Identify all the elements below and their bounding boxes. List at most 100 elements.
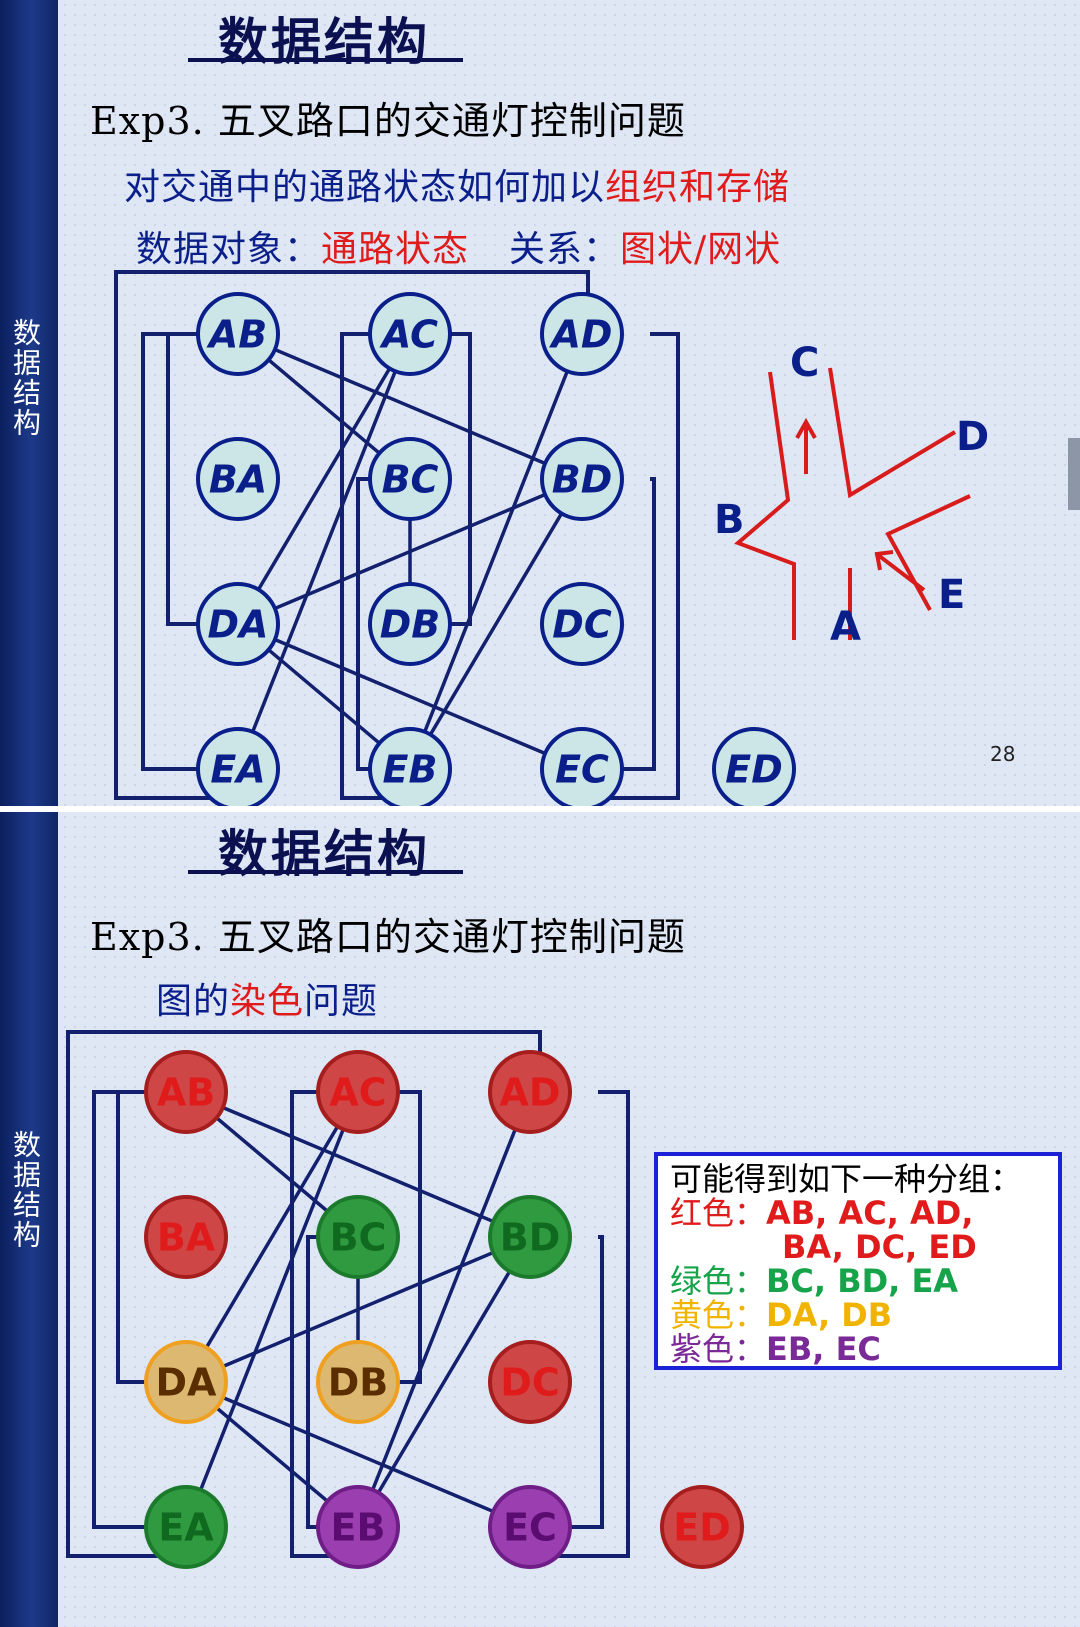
node-label: AC xyxy=(329,1071,386,1115)
sidebar-title: 数据结构 xyxy=(9,1130,42,1250)
sidebar: 数据结构 xyxy=(0,0,58,806)
legend-values: AB, AC, AD, xyxy=(766,1194,974,1232)
subtitle-highlight: 染色 xyxy=(230,981,305,1022)
node-label: DA xyxy=(208,603,269,647)
road-label-a: A xyxy=(830,604,861,650)
graph-edge xyxy=(356,1236,532,1528)
exp-title: Exp3. 五叉路口的交通灯控制问题 xyxy=(90,99,686,143)
node-label: DC xyxy=(500,1361,559,1405)
node-label: BC xyxy=(382,458,439,502)
legend-row-red-cont: BA, DC, ED xyxy=(670,1230,1048,1264)
subtitle: 图的染色问题 xyxy=(156,972,378,1024)
node-ad: AD xyxy=(540,292,624,376)
road-right-top xyxy=(828,367,957,499)
legend-values: BA, DC, ED xyxy=(782,1228,977,1266)
road-label-b: B xyxy=(714,497,745,543)
relation-label: 关系： xyxy=(509,229,621,270)
graph-edge xyxy=(236,333,412,770)
node-ea: EA xyxy=(196,727,280,806)
header-underline xyxy=(188,870,463,874)
header-underline xyxy=(188,58,463,62)
legend-label: 绿色： xyxy=(670,1262,767,1300)
data-object-value: 通路状态 xyxy=(321,229,470,270)
node-label: BA xyxy=(157,1216,216,1260)
legend-label: 红色： xyxy=(670,1194,767,1232)
intro-line: 对交通中的通路状态如何加以组织和存储 xyxy=(124,158,790,210)
legend-values: EB, EC xyxy=(766,1330,881,1368)
graph-edge xyxy=(398,1090,422,1384)
node-label: AD xyxy=(549,313,613,357)
legend-row-red: 红色：AB, AC, AD, xyxy=(670,1196,1048,1230)
node-label: AB xyxy=(157,1071,215,1115)
node-label: EB xyxy=(383,748,438,792)
graph-edge xyxy=(166,332,198,626)
road-label-d: D xyxy=(956,414,989,460)
graph-edge xyxy=(66,1030,542,1567)
arrow-in-shaft xyxy=(876,553,926,592)
sidebar: 数据结构 xyxy=(0,812,58,1627)
legend-row-purple: 紫色：EB, EC xyxy=(670,1332,1048,1366)
legend-label: 紫色： xyxy=(670,1330,767,1368)
arrow-in-head xyxy=(874,550,894,571)
node-label: BD xyxy=(500,1216,561,1260)
graph-edge xyxy=(408,333,584,770)
node-ad: AD xyxy=(488,1050,572,1134)
relation-value: 图状/网状 xyxy=(620,229,782,270)
legend-values: DA, DB xyxy=(766,1296,893,1334)
graph-edge xyxy=(306,1235,318,1529)
exp-title: Exp3. 五叉路口的交通灯控制问题 xyxy=(90,915,686,959)
node-ed: ED xyxy=(660,1485,744,1569)
graph-edge xyxy=(450,332,472,626)
graph-edge xyxy=(237,332,583,481)
graph-edge xyxy=(570,1235,604,1529)
node-label: DB xyxy=(380,603,441,647)
node-ba: BA xyxy=(144,1195,228,1279)
intro-text: 对交通中的通路状态如何加以 xyxy=(124,167,606,208)
node-dc: DC xyxy=(488,1340,572,1424)
graph-edge xyxy=(237,622,583,771)
node-label: BD xyxy=(552,458,613,502)
intersection-diagram: A B C D E xyxy=(714,340,989,650)
road-lines xyxy=(734,367,971,640)
node-ab: AB xyxy=(196,292,280,376)
node-label: DB xyxy=(328,1361,389,1405)
node-ed: ED xyxy=(712,727,796,806)
node-label: ED xyxy=(725,748,783,792)
node-da: DA xyxy=(144,1340,228,1424)
node-label: EB xyxy=(331,1506,386,1550)
intro-highlight: 组织和存储 xyxy=(605,167,791,208)
node-ac: AC xyxy=(368,292,452,376)
legend-label: 黄色： xyxy=(670,1296,767,1334)
node-label: BA xyxy=(209,458,267,502)
graph-diagram-1: AB AC AD BA BC BD DA DB DC EA EB EC ED xyxy=(114,270,796,806)
node-ac: AC xyxy=(316,1050,400,1134)
node-label: ED xyxy=(673,1506,731,1550)
road-label-e: E xyxy=(938,572,965,618)
node-label: DA xyxy=(156,1361,218,1405)
node-dc: DC xyxy=(540,582,624,666)
legend-title: 可能得到如下一种分组： xyxy=(670,1160,1023,1198)
node-ec: EC xyxy=(540,727,624,806)
node-db: DB xyxy=(316,1340,400,1424)
node-eb: EB xyxy=(368,727,452,806)
graph-edge xyxy=(185,1090,531,1239)
slide-1: 数据结构 数据结构 Exp3. 五叉路口的交通灯控制问题 对交通中的通路状态如何… xyxy=(0,0,1080,806)
node-label: AC xyxy=(379,313,438,357)
graph-edge xyxy=(408,478,584,770)
road-label-c: C xyxy=(790,340,819,386)
graph-edge xyxy=(236,333,412,625)
node-bd: BD xyxy=(488,1195,572,1279)
node-bd: BD xyxy=(540,437,624,521)
node-db: DB xyxy=(368,582,452,666)
arrow-up-head xyxy=(795,417,817,439)
subtitle-suffix: 问题 xyxy=(304,981,379,1022)
scroll-handle[interactable] xyxy=(1068,438,1080,510)
graph-edge xyxy=(116,1090,146,1384)
node-label: AD xyxy=(500,1071,561,1115)
node-ea: EA xyxy=(144,1485,228,1569)
legend-values: BC, BD, EA xyxy=(766,1262,959,1300)
node-label: BC xyxy=(330,1216,387,1260)
node-eb: EB xyxy=(316,1485,400,1569)
node-bc: BC xyxy=(368,437,452,521)
